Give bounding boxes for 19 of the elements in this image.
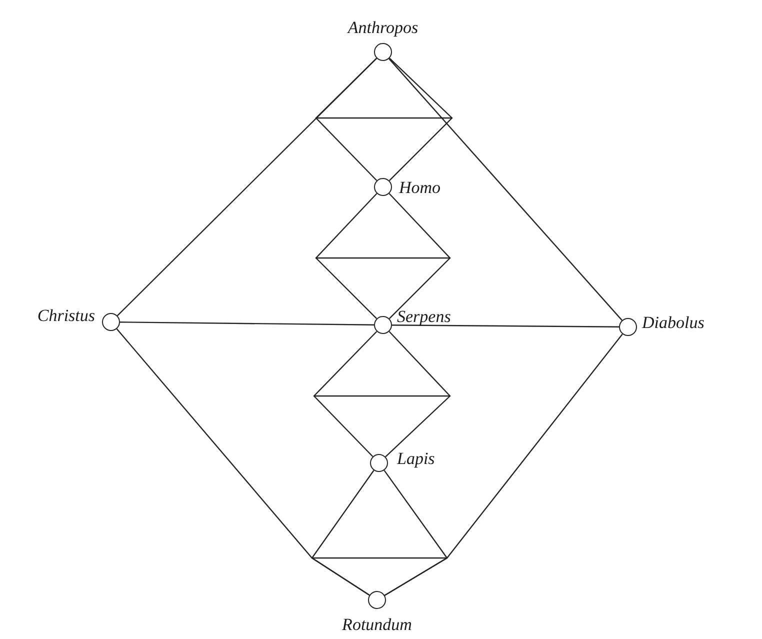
connector-line bbox=[311, 470, 374, 596]
node-label: Rotundum bbox=[342, 616, 412, 633]
connector-line bbox=[315, 193, 378, 320]
node-label: Christus bbox=[37, 307, 95, 324]
node-label: Lapis bbox=[397, 450, 435, 467]
connector-line bbox=[315, 58, 378, 181]
node-label: Serpens bbox=[397, 308, 451, 325]
node-label: Anthropos bbox=[348, 19, 418, 36]
connector-line bbox=[388, 193, 451, 320]
connector-line bbox=[120, 322, 374, 326]
connector-line bbox=[385, 331, 451, 458]
connector-line bbox=[392, 324, 619, 328]
connector-line bbox=[313, 331, 378, 457]
connector-line bbox=[388, 58, 622, 321]
connector-line bbox=[388, 58, 453, 182]
node-label: Diabolus bbox=[642, 314, 704, 331]
connector-line bbox=[384, 470, 448, 596]
node-label: Homo bbox=[399, 179, 441, 196]
connector-line bbox=[116, 328, 370, 596]
